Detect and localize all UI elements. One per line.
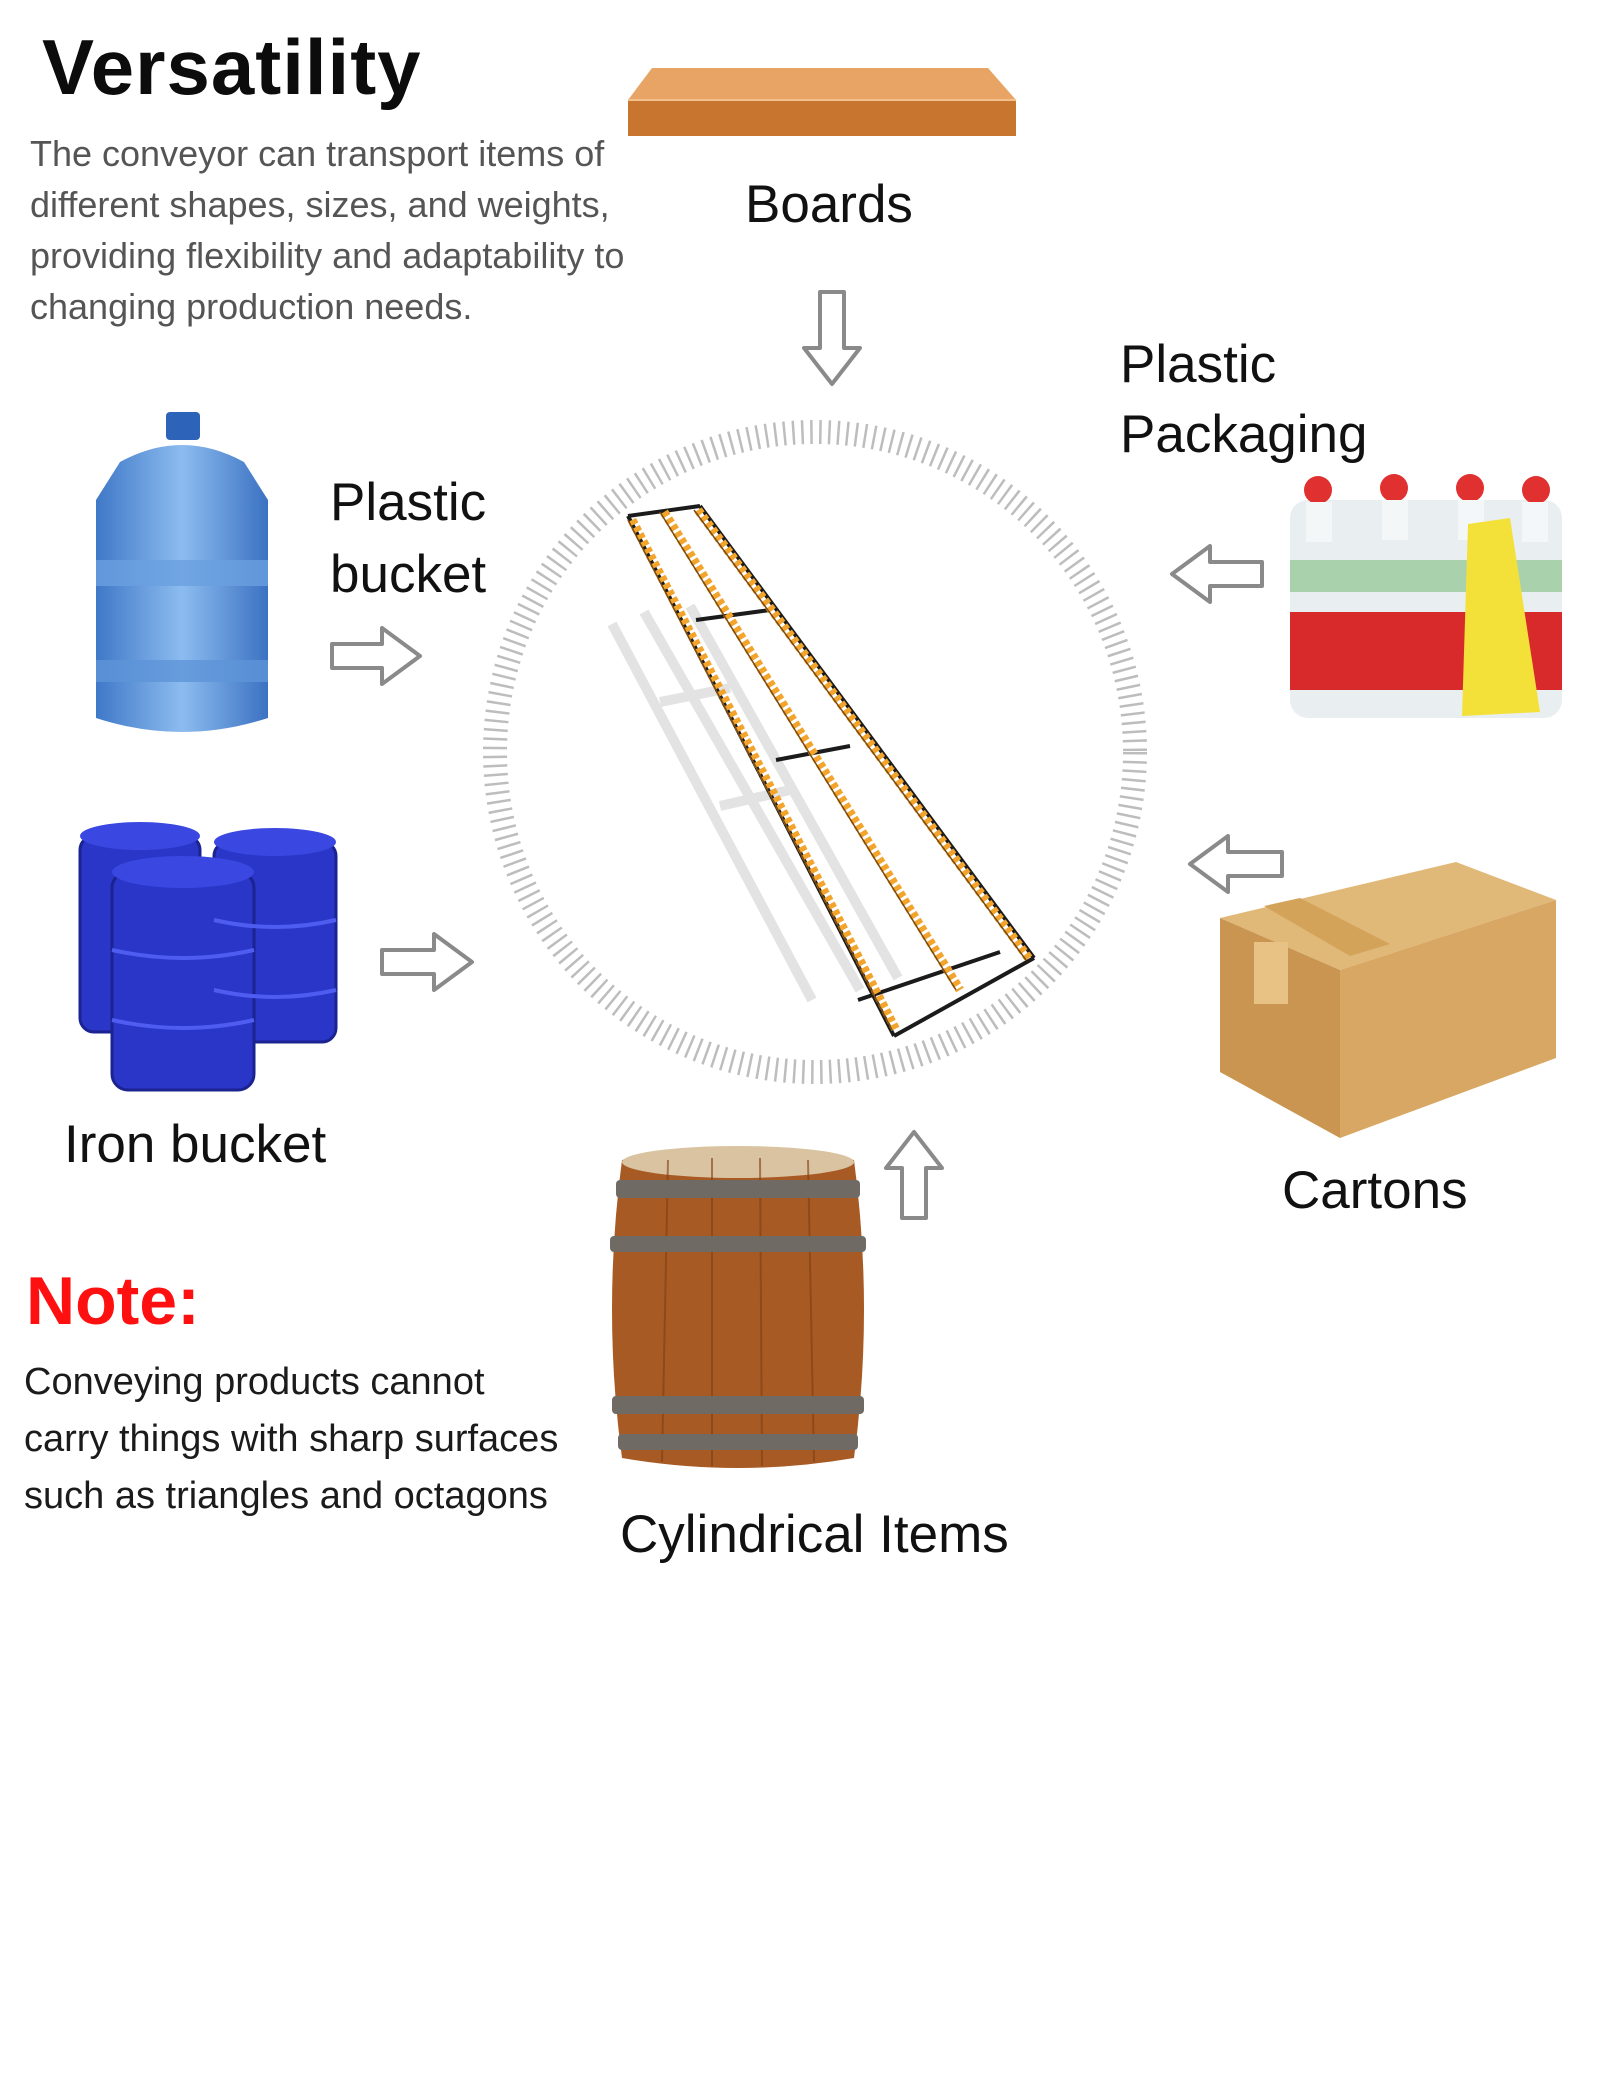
board-icon xyxy=(628,68,1016,136)
bottle-pack-icon xyxy=(1290,474,1562,718)
arrow-icon xyxy=(330,290,1284,1220)
oil-drums-icon xyxy=(78,822,338,1092)
label-plastic-packaging-1: Plastic xyxy=(1120,335,1277,394)
conveyor-rollers xyxy=(628,507,1034,1033)
arrow-icon xyxy=(1188,834,1284,894)
label-cartons: Cartons xyxy=(1282,1161,1468,1220)
label-plastic-packaging-2: Packaging xyxy=(1120,405,1368,464)
arrow-icon xyxy=(802,290,862,386)
label-cylindrical-items: Cylindrical Items xyxy=(620,1505,1009,1564)
water-jug-icon xyxy=(96,412,268,732)
label-iron-bucket: Iron bucket xyxy=(64,1115,327,1174)
label-plastic-bucket-2: bucket xyxy=(330,545,487,604)
arrow-icon xyxy=(1170,544,1264,604)
arrow-icon xyxy=(380,932,474,992)
conveyor-shadow xyxy=(607,603,903,1003)
label-boards: Boards xyxy=(745,175,913,234)
arrow-icon xyxy=(884,1130,944,1220)
note-title: Note: xyxy=(26,1263,200,1339)
arrow-icon xyxy=(330,626,422,686)
carton-box-icon xyxy=(1220,862,1556,1138)
page-title: Versatility xyxy=(42,23,422,111)
wooden-barrel-icon xyxy=(610,1146,866,1468)
roller-conveyor-icon xyxy=(607,504,1036,1038)
label-plastic-bucket-1: Plastic xyxy=(330,473,487,532)
note-text: Conveying products cannot carry things w… xyxy=(24,1361,559,1517)
center-ring xyxy=(483,420,1147,1084)
description-text: The conveyor can transport items of diff… xyxy=(30,133,625,327)
tick-ring xyxy=(483,420,1147,1084)
